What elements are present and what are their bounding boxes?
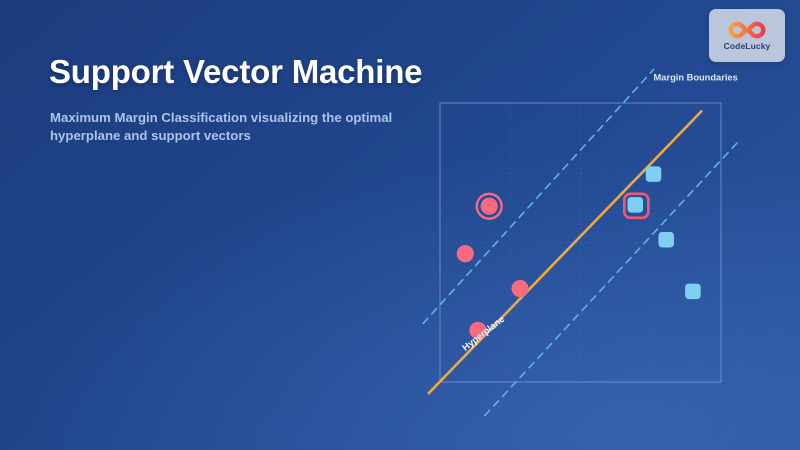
codelucky-logo[interactable]: CodeLucky [709, 9, 785, 62]
margin-upper-line [422, 68, 655, 325]
data-point-circle [511, 279, 529, 298]
hyperplane-label: Hyperplane [460, 314, 506, 353]
margin-lower-line [484, 141, 739, 417]
data-point-circle [456, 245, 474, 263]
chart-lines [422, 68, 739, 417]
data-point-circle [469, 321, 487, 339]
plot-area-border [439, 102, 722, 383]
page-subtitle: Maximum Margin Classification visualizin… [50, 110, 393, 144]
chart-data-points [456, 166, 701, 339]
support-vector-square [627, 197, 644, 213]
margin-boundaries-label: Margin Boundaries [654, 73, 738, 83]
data-point-square [658, 231, 674, 248]
logo-wordmark: CodeLucky [723, 41, 771, 52]
data-point-square [645, 166, 662, 182]
page-title: Support Vector Machine [49, 53, 423, 90]
support-vector-highlight-box [622, 192, 650, 220]
infinity-icon [728, 21, 766, 39]
support-vector-circle [480, 197, 498, 215]
data-point-square [685, 283, 701, 300]
support-vector-ring [475, 192, 503, 220]
hyperplane-line [427, 110, 703, 395]
